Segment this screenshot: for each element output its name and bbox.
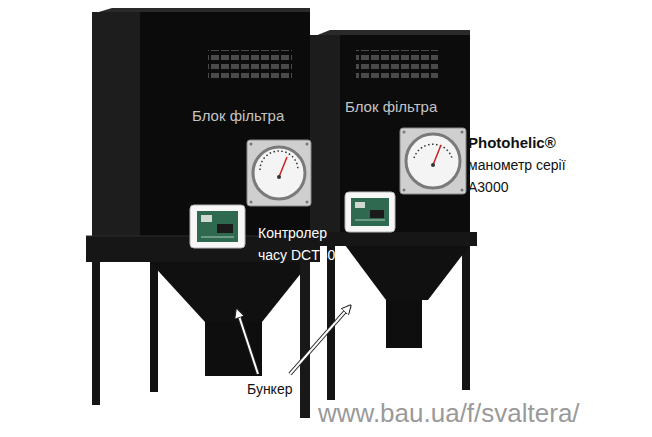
hopper-outlet: [205, 322, 262, 376]
gauge-caption: манометр серії А3000: [468, 154, 568, 198]
filter-block: Блок фільтра: [140, 12, 318, 262]
leader-outline: [290, 306, 350, 374]
gauge-needle: [433, 145, 441, 165]
gauge-pivot: [277, 175, 281, 179]
chip: [355, 202, 365, 208]
pressure-gauge: [247, 140, 311, 206]
hopper-outlet: [386, 300, 422, 348]
circuit-board: [351, 198, 389, 226]
stand-leg: [462, 232, 470, 390]
vent-grille: [208, 50, 292, 80]
block-title: Блок фільтра: [345, 98, 478, 116]
vent-grille: [356, 50, 438, 80]
leader-outline: [237, 310, 258, 374]
leader-line: [290, 306, 350, 374]
front-unit: [86, 8, 320, 418]
cabinet-front: [140, 12, 310, 262]
gauge-needle: [279, 157, 287, 177]
chip: [217, 224, 233, 233]
chip: [370, 210, 384, 218]
gauge-dial: [253, 147, 305, 199]
circuit-board: [197, 211, 238, 242]
screw: [306, 143, 309, 146]
watermark: www.bau.ua/f/svaltera/: [318, 398, 580, 428]
hopper: [345, 245, 470, 300]
leader-line: [237, 310, 258, 374]
stand-leg: [300, 248, 310, 418]
cabinet-side: [310, 35, 340, 245]
timer-controller: [190, 205, 245, 248]
chip: [201, 215, 212, 222]
screw: [403, 131, 406, 134]
timer-controller: [345, 192, 395, 232]
stand-frame: [305, 232, 477, 246]
gauge-scale: [260, 151, 298, 170]
pressure-gauge: [400, 128, 466, 194]
screw: [461, 131, 464, 134]
hopper: [150, 262, 310, 322]
cabinet-front: [340, 35, 470, 245]
cabinet-side: [92, 12, 140, 262]
gauge-housing: [400, 128, 466, 194]
screw: [306, 201, 309, 204]
brand-name: Photohelic®: [468, 133, 556, 153]
gauge-pivot: [431, 163, 435, 167]
rear-unit: [305, 30, 477, 400]
leader-arrows: [237, 306, 350, 374]
stand-leg: [150, 262, 158, 392]
gauge-dial: [406, 134, 460, 188]
block-title: Блок фільтра: [192, 107, 318, 125]
gauge-housing: [247, 140, 311, 206]
trace: [355, 220, 385, 221]
stand-leg: [92, 240, 100, 405]
hopper-caption: Бункер: [247, 380, 292, 398]
trace: [201, 237, 234, 238]
filter-block: Блок фільтра: [340, 35, 478, 245]
screw: [250, 143, 253, 146]
screw: [461, 189, 464, 192]
controller-caption: Контролер часу DCT500A: [258, 222, 358, 266]
gauge-scale: [414, 144, 452, 158]
controller-housing: [190, 205, 245, 248]
controller-housing: [345, 192, 395, 232]
screw: [250, 201, 253, 204]
screw: [403, 189, 406, 192]
